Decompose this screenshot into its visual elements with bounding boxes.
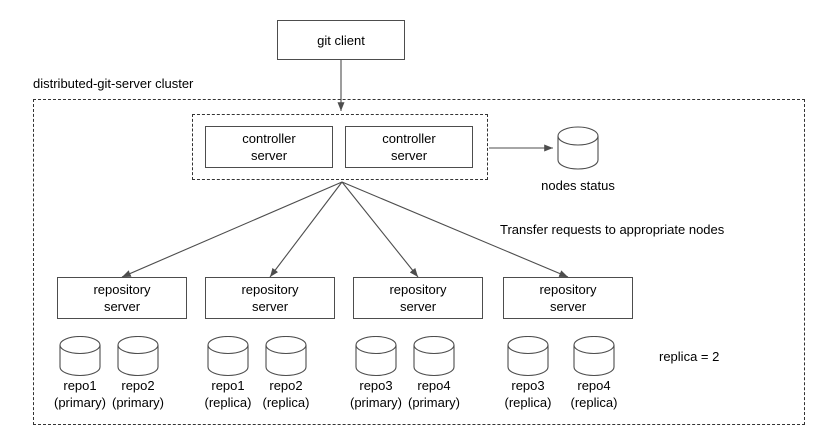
repo-role-label-4: (replica) (262, 395, 310, 410)
repo-role-label-5: (primary) (350, 395, 402, 410)
git-client-label: git client (317, 32, 365, 48)
controller-server-box-1[interactable]: controller server (205, 126, 333, 168)
repo-cylinder-icon-8[interactable] (572, 336, 616, 380)
transfer-requests-note: Transfer requests to appropriate nodes (500, 222, 725, 237)
git-client-box[interactable]: git client (277, 20, 405, 60)
controller-server-label-line2: server (390, 148, 428, 163)
repository-server-box-2[interactable]: repository server (205, 277, 335, 319)
repository-server-box-4[interactable]: repository server (503, 277, 633, 319)
repo-role-label-7: (replica) (504, 395, 552, 410)
repo-name-label-1: repo1 (63, 378, 97, 393)
repo-cylinder-icon-4[interactable] (264, 336, 308, 380)
repo-name-label-5: repo3 (359, 378, 393, 393)
repo-cylinder-icon-2[interactable] (116, 336, 160, 380)
controller-server-label-line2: server (250, 148, 288, 163)
repo-name-label-2: repo2 (121, 378, 155, 393)
repo-role-label-1: (primary) (54, 395, 106, 410)
repo-role-label-2: (primary) (112, 395, 164, 410)
repository-server-label-line1: repository (241, 282, 299, 297)
repo-name-label-4: repo2 (269, 378, 303, 393)
nodes-status-label: nodes status (541, 178, 615, 193)
controller-group-boundary (192, 114, 488, 180)
repo-name-label-8: repo4 (577, 378, 611, 393)
repo-role-label-3: (replica) (204, 395, 252, 410)
nodes-status-cylinder-icon[interactable] (556, 126, 600, 170)
repository-server-box-1[interactable]: repository server (57, 277, 187, 319)
cluster-boundary (33, 99, 805, 425)
repo-name-label-3: repo1 (211, 378, 245, 393)
cluster-title-label: distributed-git-server cluster (33, 76, 194, 91)
repo-cylinder-icon-3[interactable] (206, 336, 250, 380)
repo-cylinder-icon-6[interactable] (412, 336, 456, 380)
repo-cylinder-icon-1[interactable] (58, 336, 102, 380)
repository-server-label-line2: server (251, 299, 289, 314)
repository-server-label-line2: server (549, 299, 587, 314)
replica-count-note: replica = 2 (659, 349, 720, 364)
repository-server-label-line1: repository (93, 282, 151, 297)
repository-server-label-line2: server (399, 299, 437, 314)
repo-cylinder-icon-5[interactable] (354, 336, 398, 380)
repo-name-label-6: repo4 (417, 378, 451, 393)
repo-role-label-6: (primary) (408, 395, 460, 410)
repository-server-box-3[interactable]: repository server (353, 277, 483, 319)
repo-name-label-7: repo3 (511, 378, 545, 393)
controller-server-label-line1: controller (242, 131, 296, 146)
repository-server-label-line1: repository (389, 282, 447, 297)
repo-cylinder-icon-7[interactable] (506, 336, 550, 380)
repository-server-label-line2: server (103, 299, 141, 314)
controller-server-box-2[interactable]: controller server (345, 126, 473, 168)
controller-server-label-line1: controller (382, 131, 436, 146)
repository-server-label-line1: repository (539, 282, 597, 297)
repo-role-label-8: (replica) (570, 395, 618, 410)
